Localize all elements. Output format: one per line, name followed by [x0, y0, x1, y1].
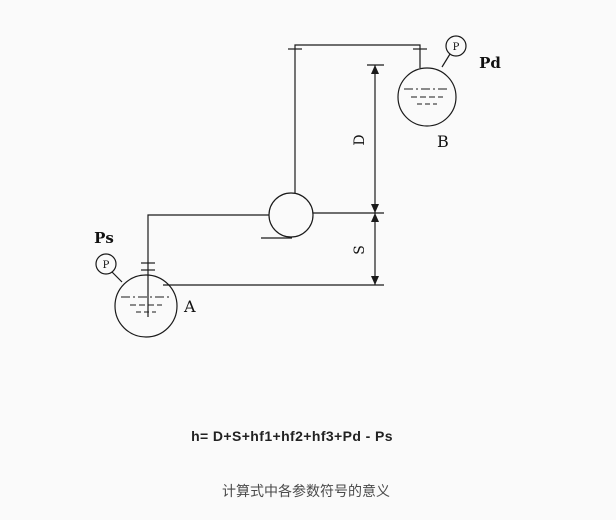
head-formula: h= D+S+hf1+hf2+hf3+Pd - Ps	[191, 428, 393, 444]
arrowhead-up-icon	[371, 65, 379, 74]
arrowhead-down-icon	[371, 204, 379, 213]
discharge-pipe-run	[294, 44, 421, 193]
ps-label: Ps	[94, 229, 114, 247]
arrowhead-up-icon	[371, 213, 379, 222]
pressure-gauge-icon	[445, 35, 467, 57]
pressure-gauge-icon	[95, 253, 117, 275]
tank-a-label: A	[183, 297, 196, 316]
gauge-connector	[441, 53, 451, 68]
tank-b: B	[397, 67, 457, 151]
tank-b-label: B	[437, 132, 449, 151]
gauge-connector	[111, 271, 123, 283]
pump-body	[268, 192, 314, 238]
gauge-p-letter: P	[103, 260, 110, 271]
tank-b-shell	[397, 67, 457, 127]
pump-system-schematic: A B Ps P P Pd	[94, 35, 501, 338]
suction-pipe-run	[147, 214, 269, 276]
discharge-pipe	[288, 44, 427, 193]
gauge-p-letter: P	[453, 42, 460, 53]
tank-a-shell	[114, 274, 178, 338]
pump	[261, 192, 314, 239]
discharge-pressure-gauge: P Pd	[441, 35, 501, 72]
pd-label: Pd	[479, 54, 501, 72]
suction-pipe	[141, 214, 269, 276]
dimension-d-label: D	[352, 134, 368, 145]
arrowhead-down-icon	[371, 276, 379, 285]
tank-a: A	[114, 274, 196, 338]
dimension-s-label: S	[352, 245, 368, 255]
dimension-lines: D S	[163, 64, 384, 286]
caption-text: 计算式中各参数符号的意义	[222, 483, 390, 499]
suction-pressure-gauge: Ps P	[94, 229, 123, 283]
